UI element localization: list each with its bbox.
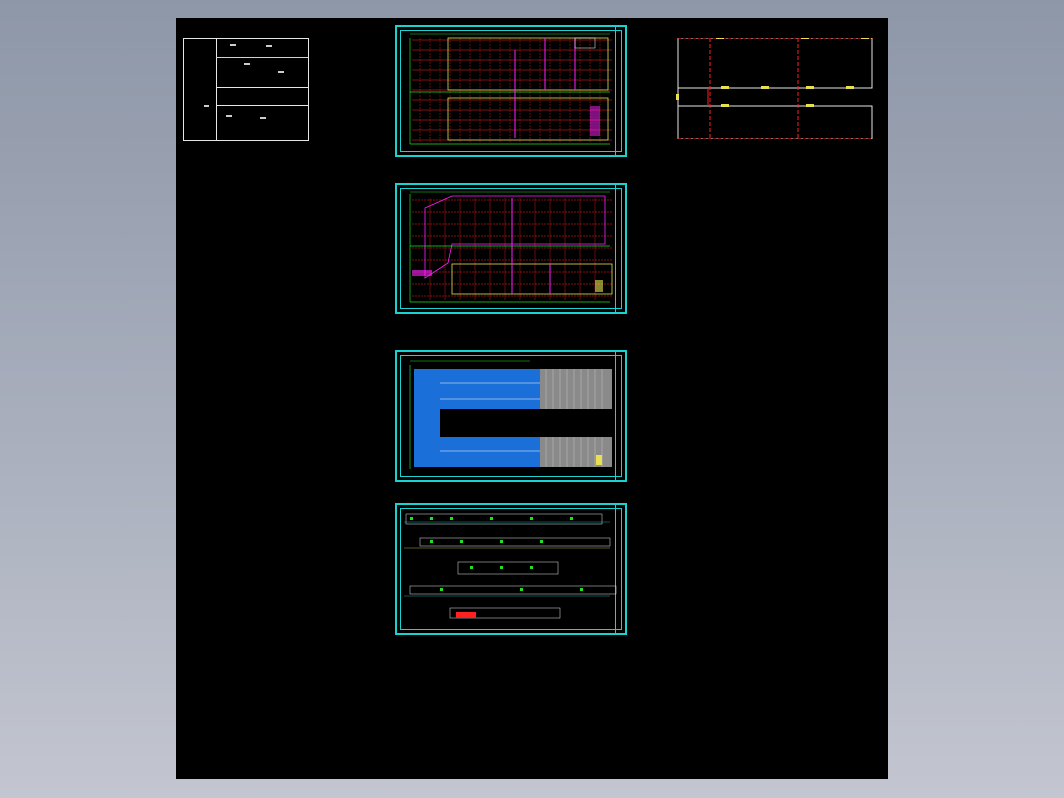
plan-1-drawing xyxy=(409,33,612,145)
roof-plan-sheet xyxy=(395,350,627,482)
index-left-column xyxy=(184,39,217,140)
sheet-border xyxy=(400,508,622,630)
sheet-border xyxy=(400,355,622,477)
plan-2-sheet xyxy=(395,183,627,314)
model-space-canvas[interactable] xyxy=(176,18,888,779)
sheet-border xyxy=(400,188,622,309)
index-upper-box xyxy=(216,39,308,88)
title-block xyxy=(615,352,625,480)
plan-1-sheet xyxy=(395,25,627,157)
title-block xyxy=(615,27,625,155)
elevations-sheet xyxy=(395,503,627,635)
title-block xyxy=(615,505,625,633)
index-sheet xyxy=(183,38,309,141)
elevations-drawing xyxy=(404,513,617,619)
site-outline-drawing xyxy=(676,36,873,140)
roof-plan-drawing xyxy=(409,360,612,469)
title-block xyxy=(615,185,625,312)
sheet-border xyxy=(400,30,622,152)
site-outline xyxy=(676,36,874,140)
plan-2-drawing xyxy=(409,191,613,303)
index-lower-box xyxy=(216,105,308,140)
